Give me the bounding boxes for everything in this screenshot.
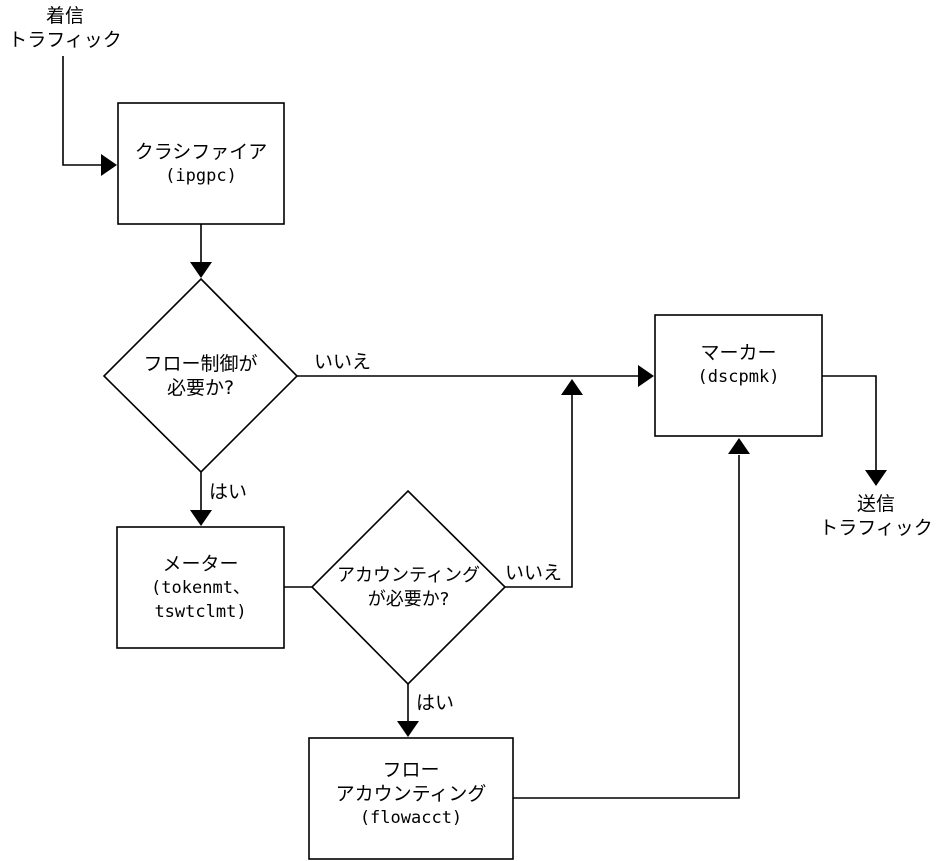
edge-marker-to-outgoing (822, 375, 877, 472)
incoming-line2: トラフィック (8, 29, 122, 51)
outgoing-line1: 送信 (856, 493, 895, 515)
arrowhead-classifier-in (101, 154, 117, 176)
arrowhead-meter-in (190, 510, 212, 526)
edge-label-accounting-yes: はい (416, 692, 455, 714)
meter-module-1: (tokenmt、 (151, 577, 250, 598)
outgoing-traffic-label: 送信 トラフィック (806, 490, 944, 542)
incoming-line1: 着信 (45, 5, 84, 27)
arrowhead-marker-left (638, 365, 654, 387)
flow-accounting-module: (flowacct) (359, 808, 463, 828)
incoming-traffic-label: 着信 トラフィック (0, 2, 130, 54)
edge-label-flow-control-no: いいえ (314, 351, 372, 373)
classifier-name: クラシファイア (134, 140, 268, 163)
accounting-decision-line1: アカウンティング (337, 565, 480, 586)
arrowhead-marker-bottom (728, 438, 750, 454)
marker-module: (dscpmk) (697, 367, 780, 387)
classifier-module: (ipgpc) (165, 165, 237, 186)
edge-flow-accounting-to-marker (513, 455, 740, 799)
arrowhead-accounting-no-up (561, 379, 583, 395)
marker-name: マーカー (700, 342, 777, 364)
flow-accounting-line2: アカウンティング (335, 783, 487, 805)
flow-accounting-line1: フロー (382, 759, 440, 781)
flow-control-decision-node: フロー制御が 必要か? (104, 329, 297, 423)
arrowhead-outgoing (865, 470, 887, 486)
accounting-decision-line2: が必要か? (367, 589, 450, 610)
edge-incoming-to-classifier (62, 56, 103, 166)
edge-label-accounting-no: いいえ (505, 562, 563, 584)
meter-node: メーター (tokenmt、 tswtclmt) (117, 527, 284, 648)
classifier-node: クラシファイア (ipgpc) (118, 103, 284, 224)
edge-accounting-decision-no (505, 394, 573, 588)
outgoing-line2: トラフィック (819, 517, 933, 539)
arrowhead-flow-decision-in (190, 262, 212, 278)
meter-module-2: tswtclmt) (154, 601, 247, 622)
flow-control-line1: フロー制御が (143, 353, 258, 375)
flow-control-line2: 必要か? (166, 377, 235, 399)
meter-name: メーター (162, 552, 239, 575)
flow-accounting-node: フロー アカウンティング (flowacct) (309, 744, 513, 844)
edge-label-flow-control-yes: はい (209, 481, 248, 503)
accounting-decision-node: アカウンティング が必要か? (312, 548, 505, 628)
marker-node: マーカー (dscpmk) (655, 315, 822, 436)
arrowhead-flow-accounting-in (397, 721, 419, 737)
